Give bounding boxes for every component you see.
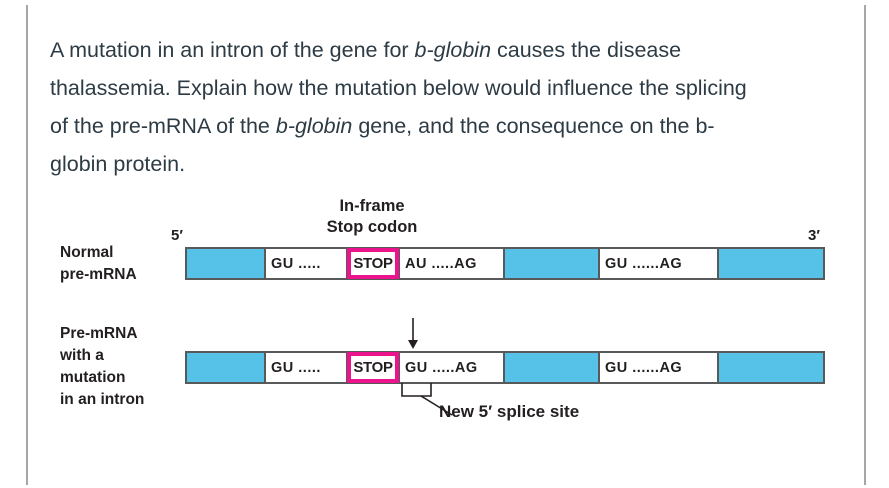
stop-codon-box: STOP bbox=[347, 352, 399, 383]
five-prime-label: 5′ bbox=[171, 227, 183, 244]
text-segment: A mutation in an intron of the gene for bbox=[50, 38, 415, 62]
row-label-mutant-pre-mrna: Pre-mRNA with a mutation in an intron bbox=[60, 323, 144, 411]
intron-segment: GU ..... bbox=[265, 248, 347, 279]
text-segment: of the pre-mRNA of the bbox=[50, 114, 276, 138]
exon-segment bbox=[186, 248, 265, 279]
row-label-line: in an intron bbox=[60, 391, 145, 408]
row-label-line: pre-mRNA bbox=[60, 266, 137, 283]
stop-codon-box: STOP bbox=[347, 248, 399, 279]
intron-segment: GU .....AG bbox=[399, 352, 504, 383]
text-segment: globin protein. bbox=[50, 152, 186, 176]
question-line: thalassemia. Explain how the mutation be… bbox=[50, 69, 850, 107]
text-segment: gene, and the consequence on the b- bbox=[352, 114, 715, 138]
exon-segment bbox=[504, 352, 599, 383]
row-label-line: with a bbox=[60, 347, 104, 364]
new-splice-site-label: New 5′ splice site bbox=[439, 402, 580, 421]
question-line: A mutation in an intron of the gene for … bbox=[50, 31, 850, 69]
exon-segment bbox=[186, 352, 265, 383]
intron-segment: GU ......AG bbox=[599, 352, 718, 383]
exon-segment bbox=[718, 352, 824, 383]
exon-segment bbox=[718, 248, 824, 279]
stop-codon-label: In-frame Stop codon bbox=[297, 196, 447, 238]
card-right-border bbox=[864, 5, 866, 485]
card-left-border bbox=[26, 5, 28, 485]
text-segment: thalassemia. Explain how the mutation be… bbox=[50, 76, 747, 100]
row-label-normal-pre-mrna: Normal pre-mRNA bbox=[60, 242, 137, 286]
row-label-line: Normal bbox=[60, 244, 114, 261]
three-prime-label: 3′ bbox=[808, 227, 820, 244]
row-label-line: mutation bbox=[60, 369, 126, 386]
question-line: of the pre-mRNA of the b-globin gene, an… bbox=[50, 107, 850, 145]
text-segment: causes the disease bbox=[491, 38, 682, 62]
mutation-arrowhead bbox=[408, 340, 418, 349]
intron-segment: GU ..... bbox=[265, 352, 347, 383]
exon-segment bbox=[504, 248, 599, 279]
splice-site-bracket bbox=[401, 383, 432, 397]
row-label-line: Pre-mRNA bbox=[60, 325, 138, 342]
question-text: A mutation in an intron of the gene for … bbox=[50, 31, 850, 183]
intron-segment: AU .....AG bbox=[399, 248, 504, 279]
question-line: globin protein. bbox=[50, 145, 850, 183]
italic-text-segment: b-globin bbox=[275, 114, 353, 138]
stop-codon-label-line1: In-frame bbox=[339, 197, 405, 215]
intron-segment: GU ......AG bbox=[599, 248, 718, 279]
stop-codon-label-line2: Stop codon bbox=[326, 218, 418, 236]
italic-text-segment: b-globin bbox=[414, 38, 492, 62]
